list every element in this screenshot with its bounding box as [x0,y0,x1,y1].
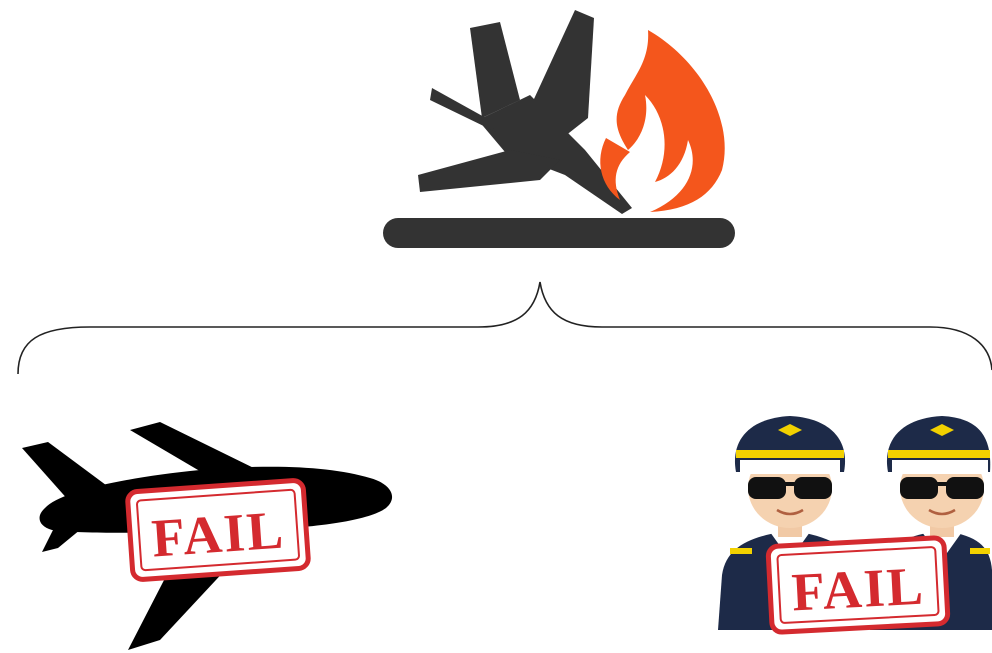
aircraft-failure: FAIL [22,422,392,650]
fire-icon [600,30,724,212]
fail-stamp-text: FAIL [150,499,287,568]
plane-crash-fire-icon [383,10,735,248]
crashing-plane-icon [418,10,632,214]
curly-brace-connector [18,282,992,374]
fail-stamp: FAIL [768,537,948,632]
pilot-failure: FAIL [718,416,992,633]
ground-bar [383,218,735,248]
fail-stamp-text: FAIL [790,556,926,623]
fail-stamp: FAIL [127,480,309,580]
